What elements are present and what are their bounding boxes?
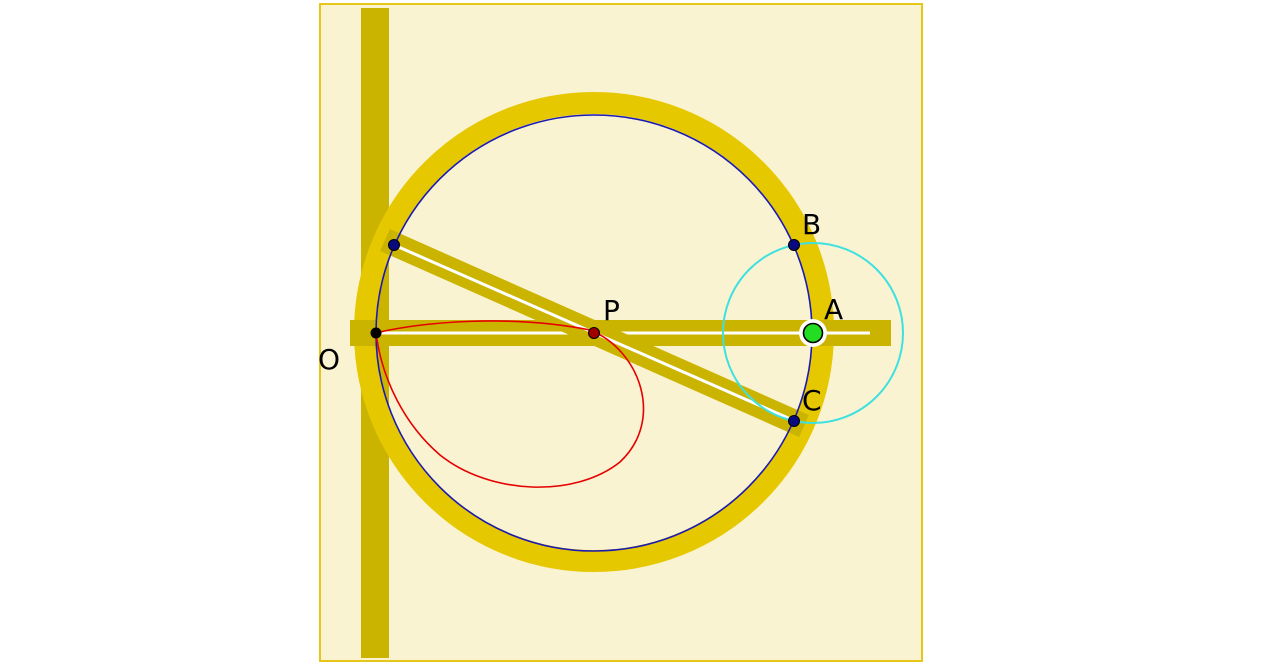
label-O: O <box>318 343 340 376</box>
label-P: P <box>603 294 620 327</box>
label-A: A <box>824 293 843 326</box>
point-C[interactable] <box>788 415 800 427</box>
traced-curve <box>375 320 645 488</box>
point-A[interactable] <box>802 322 824 344</box>
small-circle <box>722 242 904 424</box>
label-C: C <box>802 384 822 417</box>
point-upper-left[interactable] <box>388 239 400 251</box>
label-B: B <box>802 208 821 241</box>
point-O[interactable] <box>370 327 382 339</box>
point-B[interactable] <box>788 239 800 251</box>
point-P[interactable] <box>588 327 600 339</box>
